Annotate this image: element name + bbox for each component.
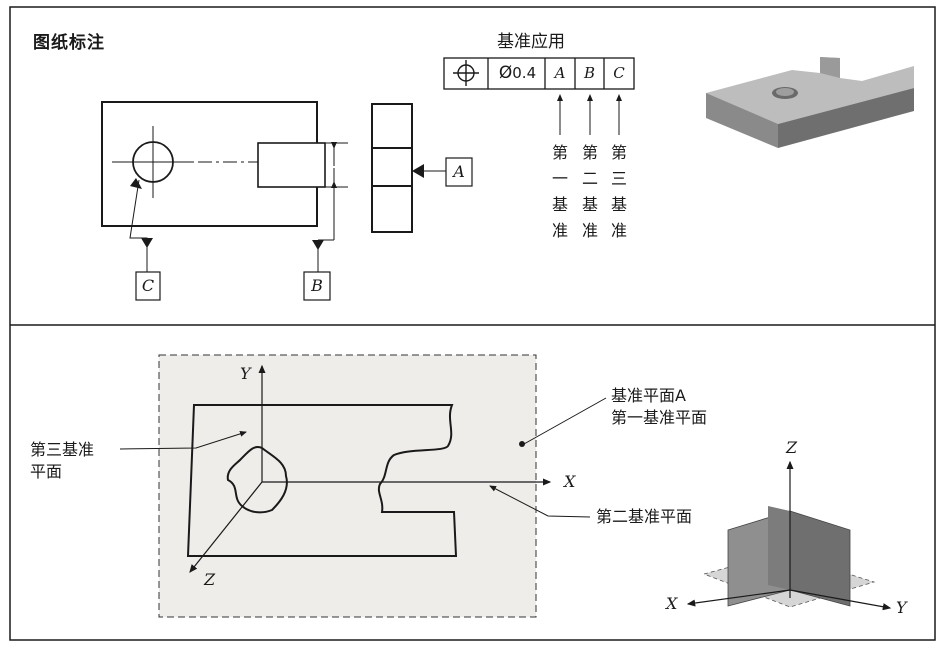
datum-reference-frame-3d	[686, 460, 892, 611]
label-char: 基	[551, 195, 568, 214]
datum-a-box	[445, 157, 473, 187]
side-view-drawing	[371, 103, 446, 233]
tertiary-datum-label: 第 三 基 准	[609, 140, 629, 244]
datum-application-title: 基准应用	[497, 32, 565, 52]
axis-x-label: X	[564, 472, 576, 491]
frame-axis-x-label: X	[666, 594, 678, 613]
fcf-datum-primary: A	[554, 64, 566, 82]
label-char: 准	[581, 221, 598, 240]
datum-a-letter: A	[453, 162, 465, 181]
part-outline	[186, 404, 458, 557]
datum-c-box	[135, 271, 161, 301]
second-plane-label: 第二基准平面	[596, 507, 693, 526]
front-view-drawing	[101, 101, 348, 272]
label-char: 一	[551, 169, 568, 188]
label-char: 二	[581, 169, 598, 188]
label-char: 准	[610, 221, 627, 240]
plane-a-marker-dot	[519, 441, 525, 447]
frame-axis-y-label: Y	[896, 598, 907, 617]
plane-a-label-line1: 基准平面A	[611, 386, 686, 405]
third-plane-label-line2: 平面	[30, 462, 63, 481]
isometric-block-illustration	[706, 57, 914, 148]
diameter-symbol: Ø	[498, 63, 513, 83]
secondary-datum-label: 第 二 基 准	[580, 140, 600, 244]
irregular-hole-outline	[226, 446, 288, 514]
drawing-panel-title: 图纸标注	[33, 33, 105, 53]
label-char: 基	[581, 195, 598, 214]
position-symbol-icon	[453, 60, 479, 86]
label-char: 第	[581, 143, 598, 162]
axis-y-label: Y	[240, 364, 251, 383]
fcf-datum-secondary: B	[583, 64, 596, 82]
datum-plane-a-area	[158, 354, 537, 618]
datum-b-triangle	[312, 240, 324, 250]
label-char: 第	[610, 143, 627, 162]
datum-c-letter: C	[141, 276, 155, 295]
datum-b-letter: B	[311, 276, 323, 295]
label-char: 准	[551, 221, 568, 240]
callout-leaders	[119, 397, 607, 518]
label-char: 第	[551, 143, 568, 162]
datum-c-leader-arrow	[130, 178, 142, 189]
datum-order-arrows	[557, 94, 622, 135]
fcf-datum-tertiary: C	[613, 64, 625, 82]
axis-z-label: Z	[204, 570, 216, 589]
primary-datum-label: 第 一 基 准	[550, 140, 570, 244]
datum-a-triangle	[412, 164, 424, 178]
third-plane-label-line1: 第三基准	[30, 440, 95, 459]
coordinate-axes	[189, 364, 552, 573]
fcf-tolerance-cell: Ø0.4	[490, 58, 545, 88]
datum-c-triangle	[141, 238, 153, 248]
label-char: 三	[610, 169, 627, 188]
fcf-tolerance-value: 0.4	[512, 64, 537, 82]
frame-axis-z-label: Z	[786, 438, 798, 457]
plane-a-label-line2: 第一基准平面	[611, 408, 708, 427]
outer-frame	[9, 6, 936, 641]
label-char: 基	[610, 195, 627, 214]
datum-b-box	[303, 271, 331, 301]
